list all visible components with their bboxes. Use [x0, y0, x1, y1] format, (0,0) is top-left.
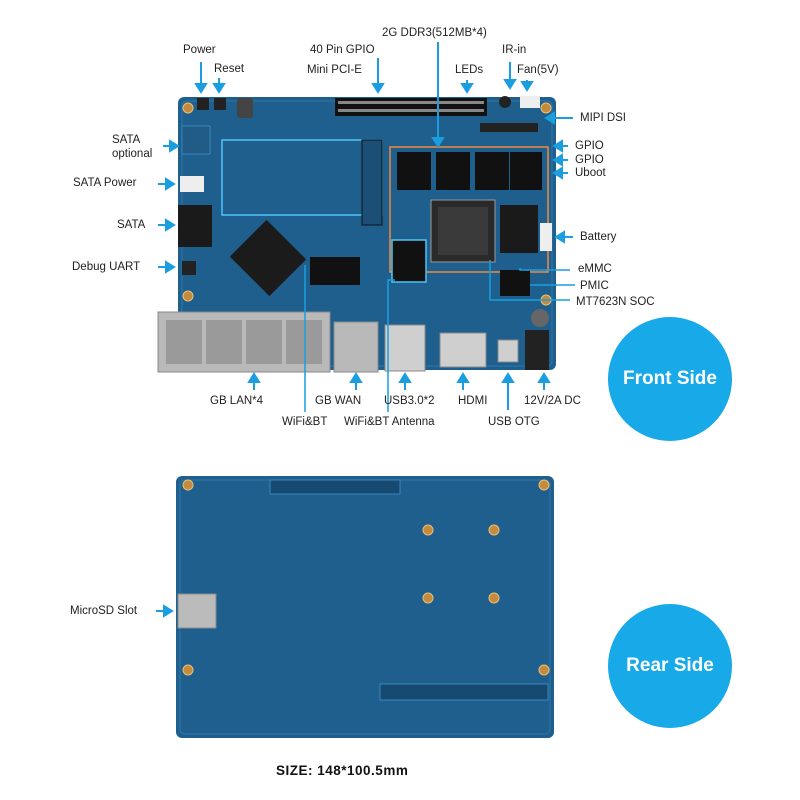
mini-pcie-slot	[361, 139, 383, 226]
sata-power-connector	[180, 176, 204, 192]
label-microsd: MicroSD Slot	[70, 605, 138, 617]
battery-connector	[540, 223, 552, 251]
mount-hole	[422, 524, 434, 536]
rear-pcb	[176, 476, 554, 738]
label-gpio-b: GPIO	[575, 154, 604, 166]
rear-header	[269, 479, 401, 495]
label-debug-uart: Debug UART	[72, 261, 141, 273]
mount-hole	[422, 592, 434, 604]
label-sata-power: SATA Power	[73, 177, 137, 189]
reset-button	[214, 98, 226, 110]
label-pmic: PMIC	[580, 280, 609, 292]
sata-optional-header	[181, 125, 211, 155]
mount-hole	[540, 102, 552, 114]
mount-hole	[182, 664, 194, 676]
mount-hole	[182, 479, 194, 491]
usb-otg-port	[497, 339, 519, 363]
dc-jack	[525, 330, 549, 370]
label-wifi-bt-antenna: WiFi&BT Antenna	[344, 416, 435, 428]
label-gb-wan: GB WAN	[315, 395, 362, 407]
hdmi-port	[439, 332, 487, 368]
board-size: SIZE: 148*100.5mm	[276, 763, 409, 778]
mipi-connector	[480, 123, 538, 132]
mount-hole	[182, 102, 194, 114]
wifi-module	[391, 239, 427, 283]
label-gpio-a: GPIO	[575, 140, 604, 152]
pmic-chip	[500, 270, 530, 296]
ddr3-chip	[436, 152, 470, 190]
capacitor	[237, 98, 253, 118]
label-power: Power	[183, 44, 216, 56]
label-mini-pcie: Mini PCI-E	[307, 64, 362, 76]
leader-lines	[304, 260, 575, 412]
rear-bottom-strip	[379, 683, 549, 701]
label-gpio40: 40 Pin GPIO	[310, 44, 375, 56]
mount-hole	[182, 290, 194, 302]
switch-chip	[229, 219, 307, 297]
label-uboot: Uboot	[575, 167, 606, 179]
label-gb-lan: GB LAN*4	[210, 395, 264, 407]
gpio-header	[335, 98, 487, 116]
label-fan: Fan(5V)	[517, 64, 559, 76]
mount-hole	[538, 664, 550, 676]
label-hdmi: HDMI	[458, 395, 488, 407]
label-reset: Reset	[214, 63, 245, 75]
ddr3-chip	[475, 152, 509, 190]
label-wifi-bt: WiFi&BT	[282, 416, 328, 428]
label-mipi-dsi: MIPI DSI	[580, 112, 627, 124]
label-ddr3: 2G DDR3(512MB*4)	[382, 27, 487, 39]
label-sata: SATA	[117, 219, 146, 231]
front-side-badge: Front Side	[608, 317, 732, 441]
label-battery: Battery	[580, 231, 617, 243]
mount-hole	[488, 592, 500, 604]
mount-hole	[488, 524, 500, 536]
transformer	[310, 257, 360, 285]
label-dc-in: 12V/2A DC	[524, 395, 581, 407]
microsd-slot	[177, 593, 217, 629]
wan-port	[333, 321, 379, 373]
label-sata-optional-2: optional	[112, 148, 153, 160]
label-usb-otg: USB OTG	[488, 416, 540, 428]
label-leds: LEDs	[455, 64, 484, 76]
fan-connector	[520, 96, 540, 108]
sata-connector	[178, 205, 212, 247]
label-ir-in: IR-in	[502, 44, 527, 56]
capacitor	[531, 309, 549, 327]
ddr3-chip	[510, 152, 542, 190]
ir-receiver	[499, 96, 511, 108]
rear-side-badge: Rear Side	[608, 604, 732, 728]
debug-uart-header	[182, 261, 196, 275]
label-sata-optional-1: SATA	[112, 134, 141, 146]
usb3-port	[384, 324, 426, 372]
label-emmc: eMMC	[578, 263, 612, 275]
emmc-chip	[500, 205, 538, 253]
ddr3-chip	[397, 152, 431, 190]
power-button	[197, 98, 209, 110]
label-soc: MT7623N SOC	[576, 296, 655, 308]
arrows-front	[158, 42, 573, 410]
label-usb3: USB3.0*2	[384, 395, 435, 407]
mount-hole	[538, 479, 550, 491]
